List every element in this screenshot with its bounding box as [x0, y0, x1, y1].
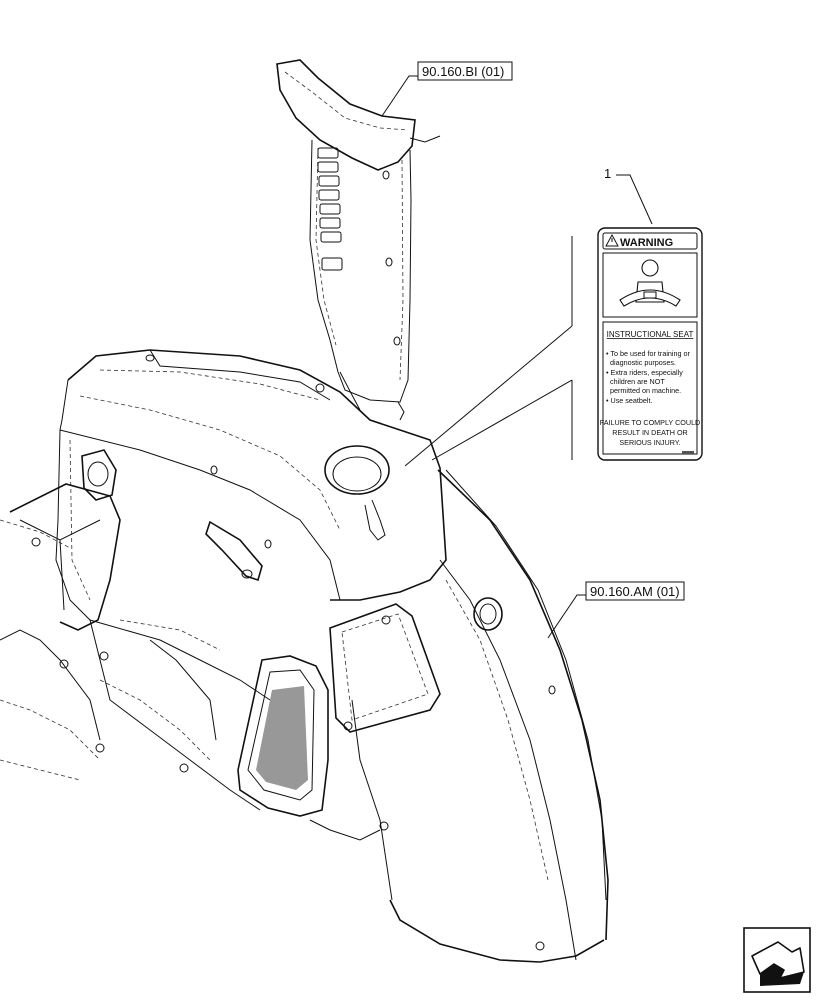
callout-right-text: 90.160.AM (01): [590, 584, 680, 599]
left-pocket: [81, 449, 117, 501]
decal-footer-1: FAILURE TO COMPLY COULD: [600, 418, 701, 427]
vent-mesh-panel: [237, 655, 329, 817]
decal-footer-3: SERIOUS INJURY.: [619, 438, 680, 447]
round-plug: [473, 597, 503, 631]
decal-bullet-1: • To be used for training or: [606, 349, 690, 358]
grab-handle: [205, 520, 263, 582]
warning-header: WARNING: [620, 237, 673, 249]
leader-lines: [381, 75, 653, 639]
callout-top-text: 90.160.BI (01): [422, 64, 504, 79]
seat-back-vents: [317, 147, 343, 271]
console-housing: [0, 349, 503, 817]
decal-footer-2: RESULT IN DEATH OR: [612, 428, 687, 437]
warning-triangle-icon: [605, 233, 619, 247]
left-bracket: [0, 483, 121, 781]
cup-holder: [324, 445, 390, 541]
decal-bullet-6: • Use seatbelt.: [606, 396, 652, 405]
item-number: 1: [604, 166, 611, 181]
warning-decal: WARNING INSTRUCTIONAL SEAT • To be used …: [597, 227, 703, 461]
decal-bullet-4: children are NOT: [610, 377, 665, 386]
decal-bullet-5: permitted on machine.: [610, 386, 681, 395]
callout-top: 90.160.BI (01): [417, 61, 513, 81]
decal-bullet-2: diagnostic purposes.: [610, 358, 676, 367]
fender-panel: [309, 469, 609, 963]
seat-back-column: [276, 59, 441, 421]
next-page-arrow-icon[interactable]: [743, 927, 811, 993]
decal-title: INSTRUCTIONAL SEAT: [607, 330, 694, 339]
decal-bullet-3: • Extra riders, especially: [606, 368, 683, 377]
access-cover: [329, 603, 441, 733]
seatbelt-person-icon: [619, 259, 681, 307]
callout-right: 90.160.AM (01): [585, 581, 685, 601]
